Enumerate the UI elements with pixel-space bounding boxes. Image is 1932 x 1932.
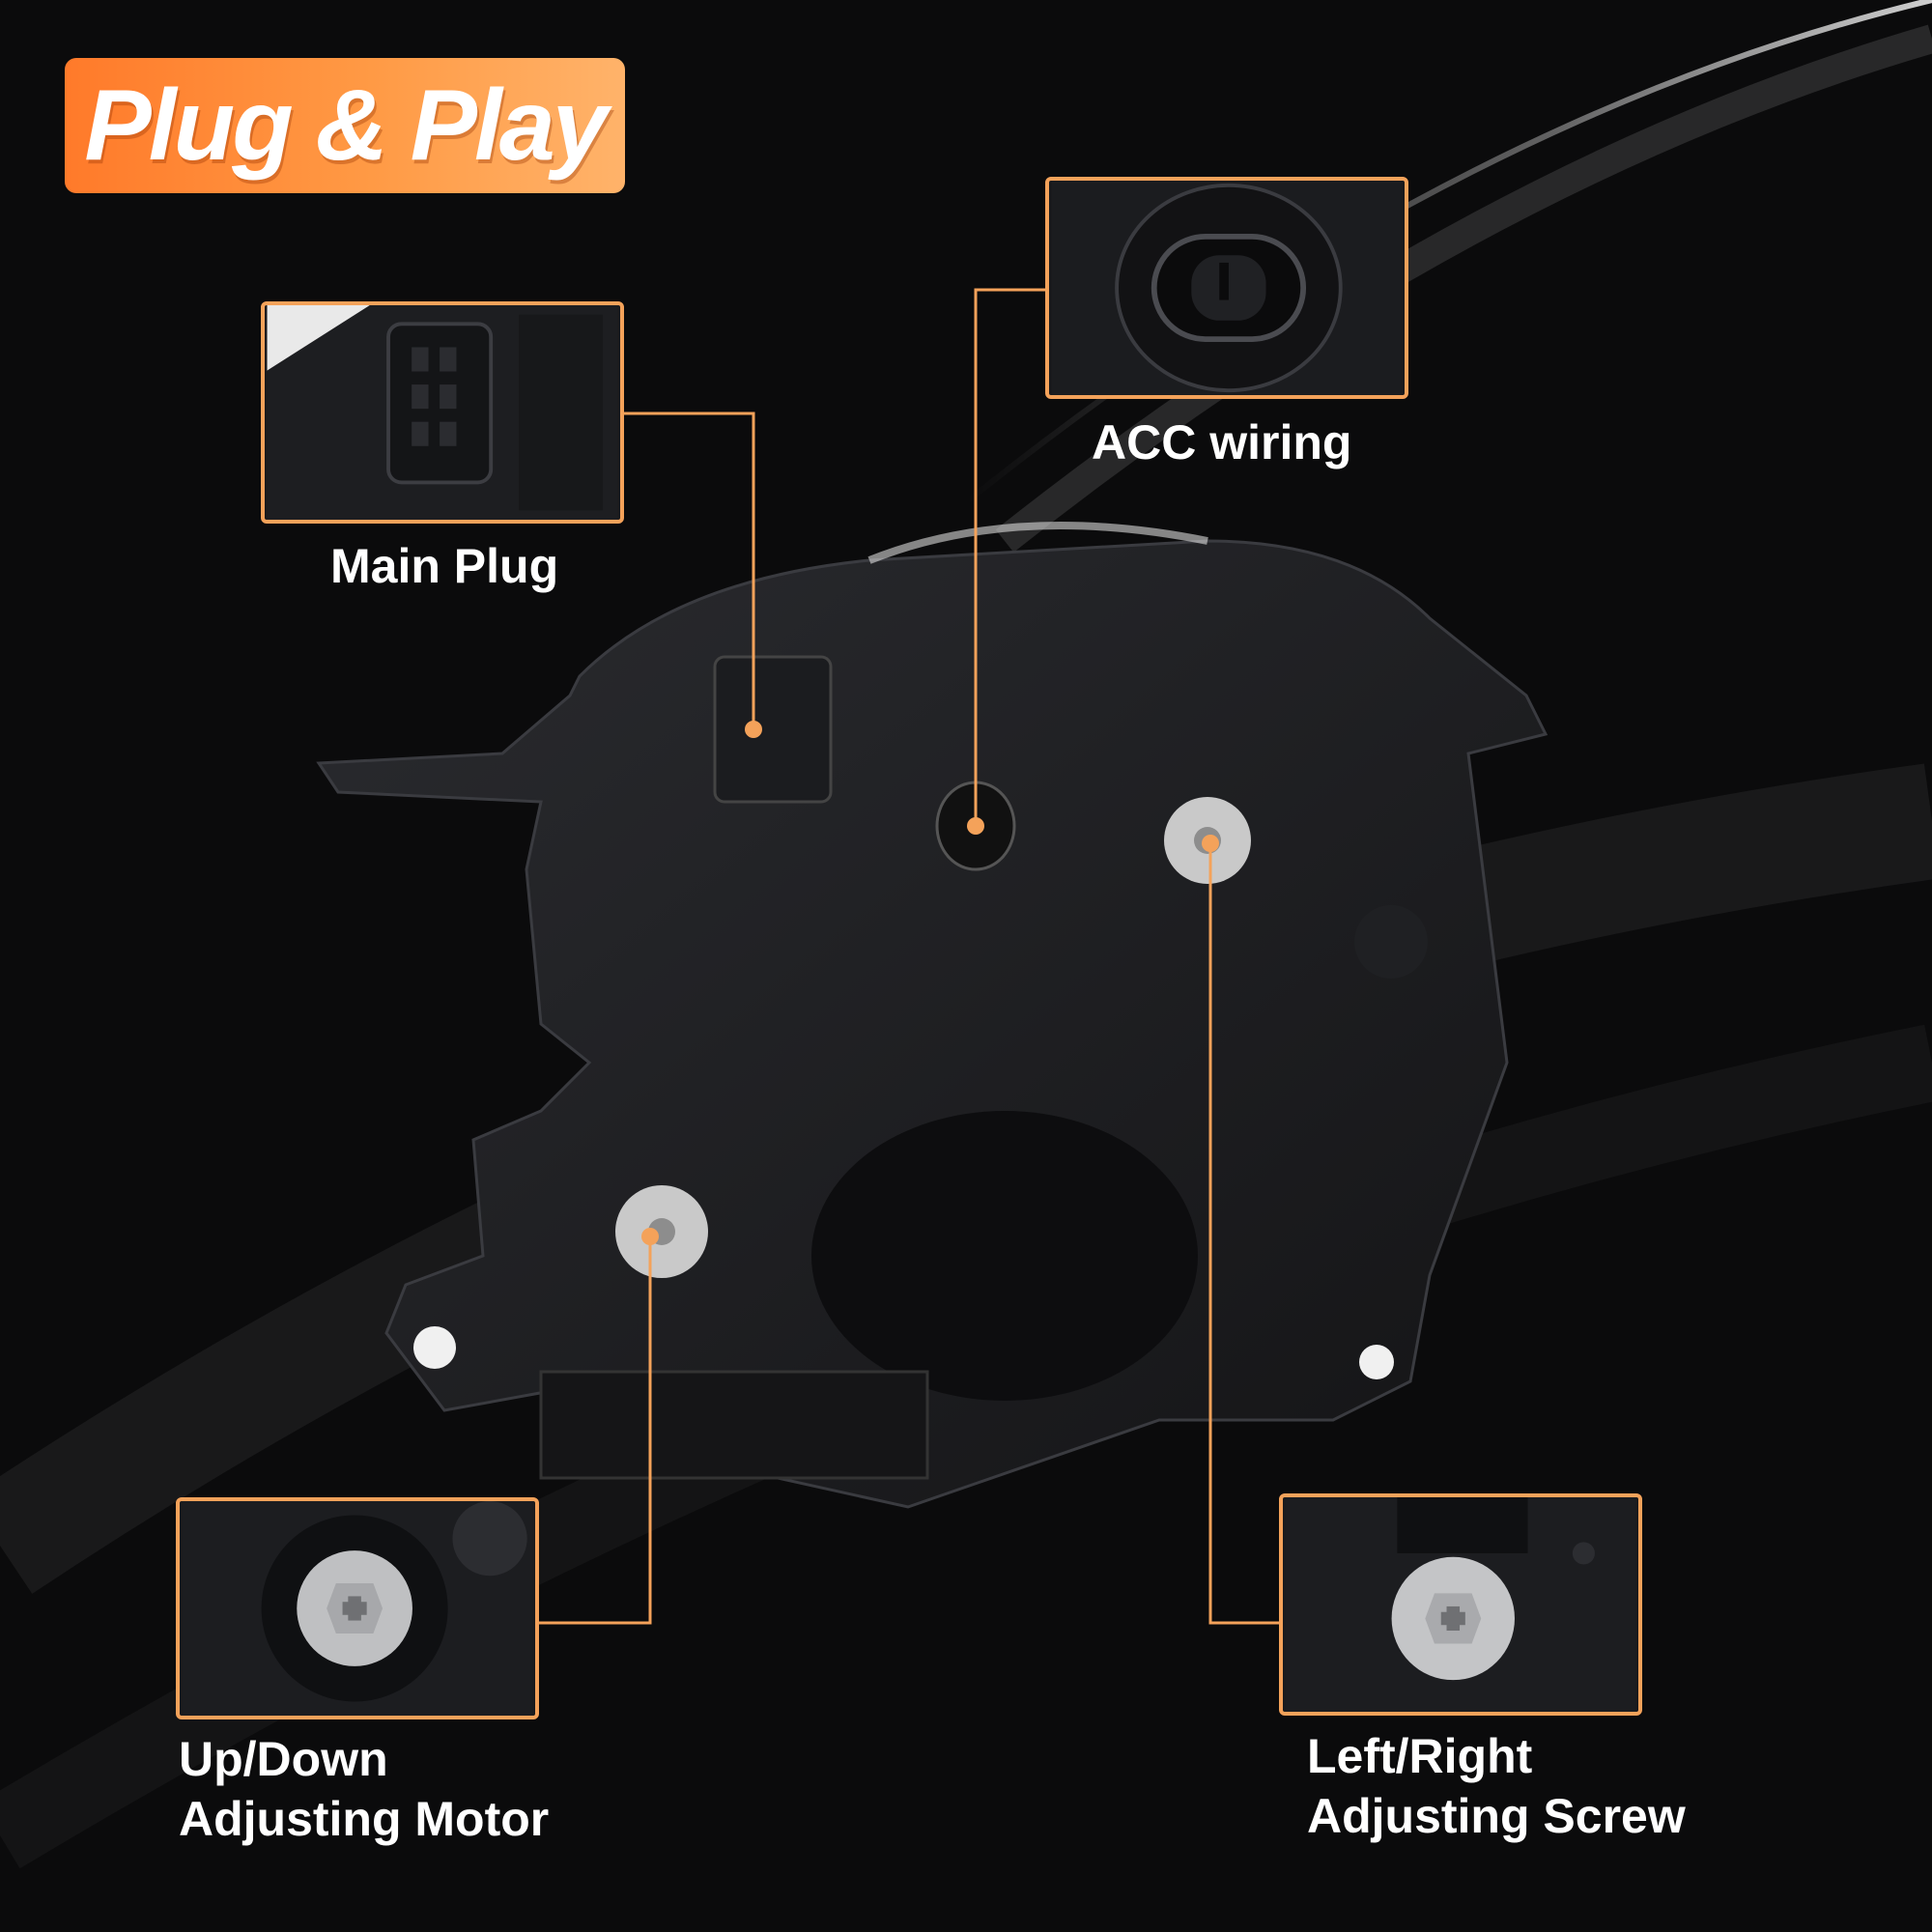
adjusting-screw-icon xyxy=(1285,1497,1636,1712)
left-right-callout-image xyxy=(1279,1493,1642,1716)
up-down-callout-image xyxy=(176,1497,539,1719)
acc-connector-icon xyxy=(1051,181,1403,395)
connector-plug-icon xyxy=(267,305,618,520)
adjusting-screw-icon xyxy=(182,1501,533,1716)
badge-title: Plug & Play xyxy=(84,69,608,182)
left-right-label-line1: Left/Right xyxy=(1307,1729,1533,1783)
main-plug-callout-image xyxy=(261,301,624,524)
main-plug-label: Main Plug xyxy=(330,539,559,593)
up-down-label-line2: Adjusting Motor xyxy=(179,1792,550,1846)
up-down-label-line1: Up/Down xyxy=(179,1732,388,1786)
acc-wiring-label: ACC wiring xyxy=(1092,415,1352,469)
up-down-dot xyxy=(641,1228,659,1245)
acc-wiring-callout-image xyxy=(1045,177,1408,399)
plug-and-play-badge: Plug & Play xyxy=(65,58,625,193)
acc-wiring-dot xyxy=(967,817,984,835)
left-right-label-line2: Adjusting Screw xyxy=(1307,1789,1686,1843)
main-plug-dot xyxy=(745,721,762,738)
left-right-dot xyxy=(1202,835,1219,852)
